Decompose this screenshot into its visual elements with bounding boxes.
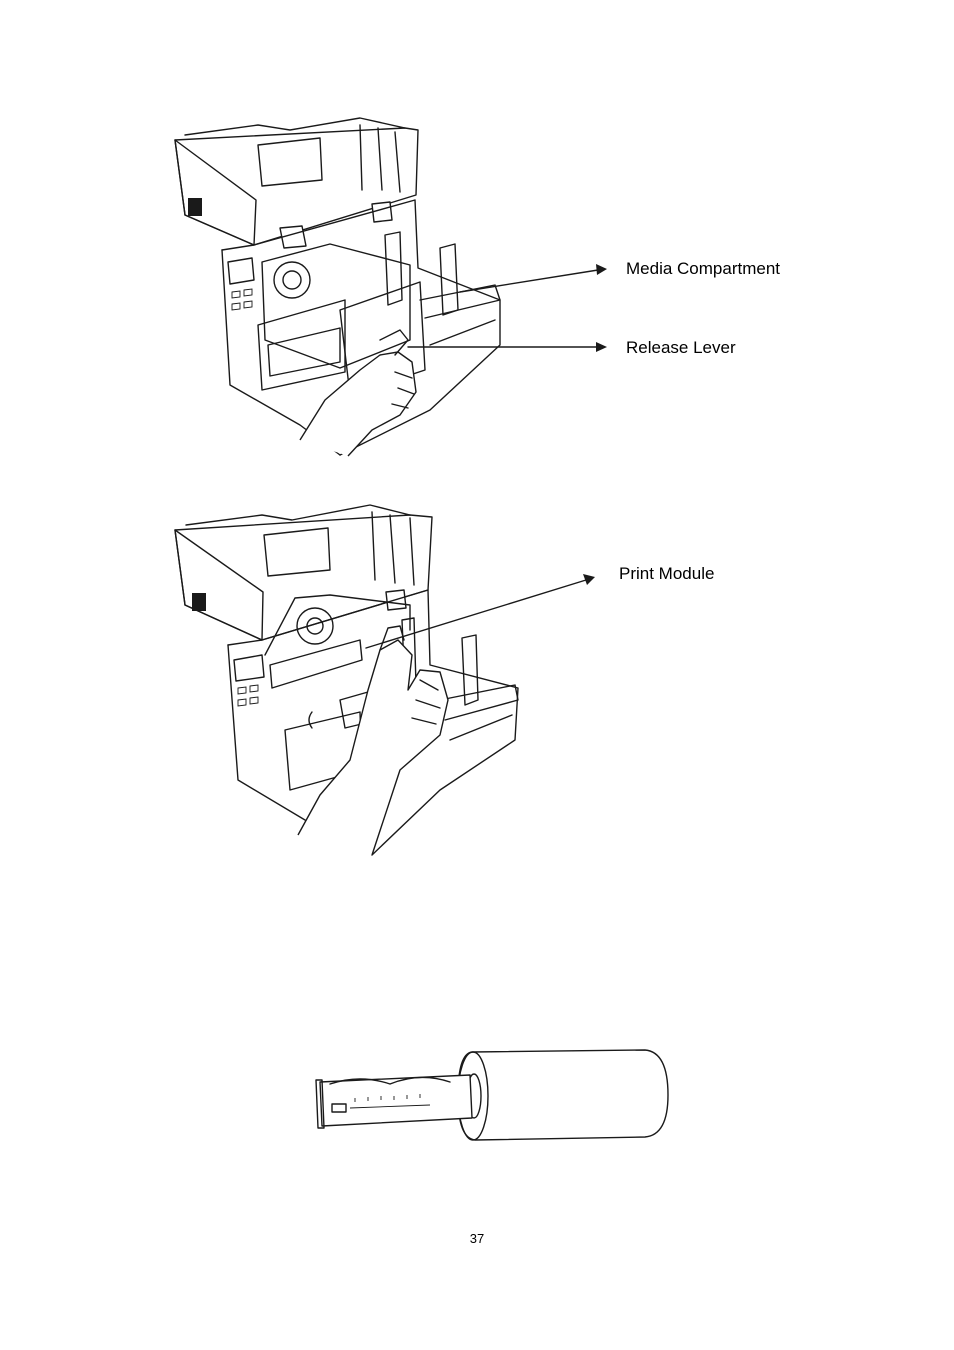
page-number: 37	[0, 1231, 954, 1246]
callout-media-compartment: Media Compartment	[626, 259, 780, 279]
callout-print-module: Print Module	[619, 564, 714, 584]
callout-release-lever: Release Lever	[626, 338, 736, 358]
printer-illustration-release-lever	[0, 0, 954, 470]
